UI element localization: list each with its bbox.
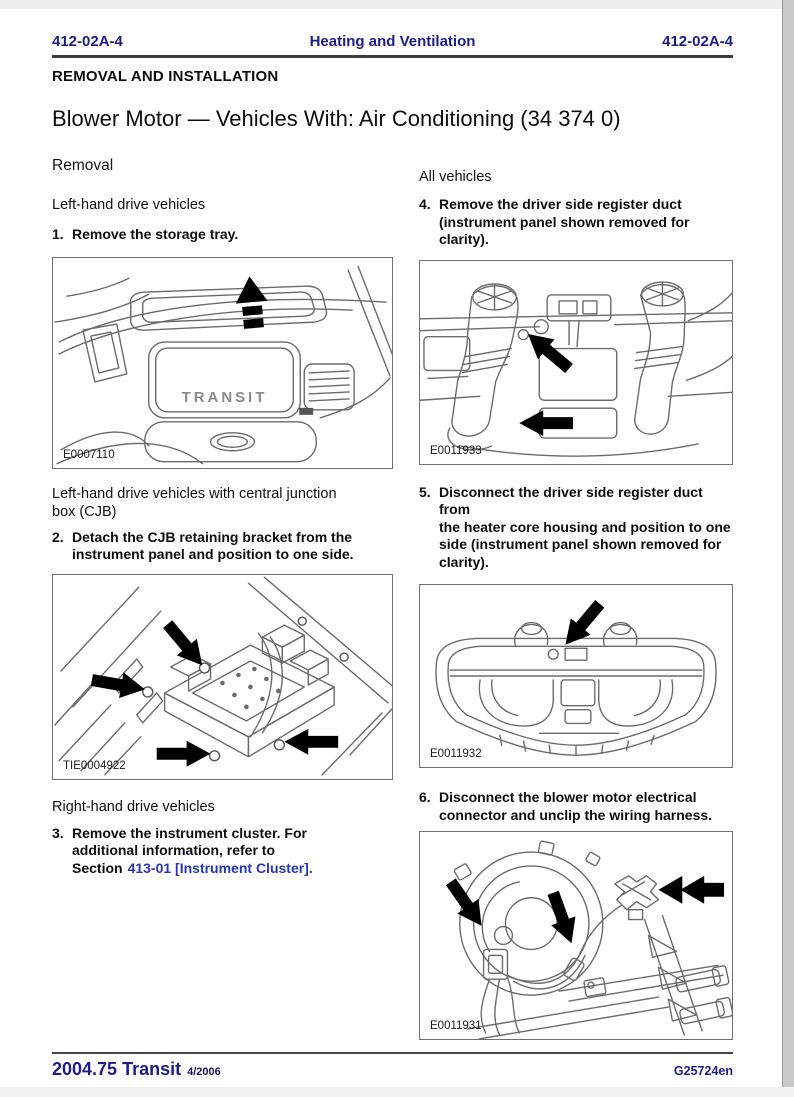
right-column: All vehicles 4. Remove the driver side r… [419,132,733,1040]
section-413-01-link[interactable]: 413-01 [Instrument Cluster]. [127,859,313,876]
bolt-arrow-icon [156,740,211,767]
heater-core-housing-illustration [435,599,717,756]
up-arrow-icon [235,275,268,329]
header-section-code-right: 412-02A-4 [662,33,733,50]
lhd-heading: Left-hand drive vehicles [52,197,206,213]
duct-arrow-icon [519,409,574,436]
step-3-text: Remove the instrument cluster. For addit… [72,824,313,876]
step-5: 5. Disconnect the driver side register d… [419,484,733,572]
manual-page: 412-02A-4 Heating and Ventilation 412-02… [52,0,733,1040]
step-5-number: 5. [419,483,431,500]
all-vehicles-heading: All vehicles [419,169,492,185]
footer-model: 2004.75 Transit [52,1059,182,1079]
removal-heading: Removal [52,157,114,174]
step-3: 3. Remove the instrument cluster. For ad… [52,825,395,878]
housing-arrow-icon [565,599,605,645]
header-rule [52,55,733,58]
storage-tray-illustration: TRANSIT [54,265,392,464]
figure-e0011932: E0011932 [419,584,733,768]
step-3-number: 3. [52,824,64,841]
top-edge-shade [0,0,794,9]
figure-e0011931: E0011931 [419,831,733,1040]
rhd-heading: Right-hand drive vehicles [52,798,215,815]
step-1-number: 1. [52,226,64,242]
step-4: 4. Remove the driver side register duct … [419,196,733,249]
step-6: 6. Disconnect the blower motor electrica… [419,789,733,824]
step-6-number: 6. [419,789,431,805]
figure-label: E0007110 [63,448,115,461]
figure-label: TIE0004922 [63,759,126,772]
header-section-code-left: 412-02A-4 [52,33,123,50]
left-column: Removal Left-hand drive vehicles 1. Remo… [52,132,395,877]
harness-arrow-icon [547,890,576,944]
figure-e0011933: E0011933 [419,259,733,465]
section-heading: REMOVAL AND INSTALLATION [52,68,279,85]
bottom-edge-shade [0,1087,794,1097]
figure-tie0004922: TIE0004922 [52,573,393,780]
figure-label: E0011932 [430,748,482,760]
footer-model-group: 2004.75 Transit 4/2006 [52,1059,221,1080]
double-left-arrow-icon [658,875,725,904]
bolt-arrow-icon [284,728,339,755]
step-2: 2. Detach the CJB retaining bracket from… [52,529,395,564]
step-4-number: 4. [419,196,431,212]
figure-label: E0011931 [430,1020,482,1032]
transit-logo-text: TRANSIT [182,388,268,405]
page-header: 412-02A-4 Heating and Ventilation 412-02… [52,33,733,50]
step-2-text: Detach the CJB retaining bracket from th… [72,528,354,563]
bolt-arrow-icon [163,619,203,665]
page-title: Blower Motor — Vehicles With: Air Condit… [52,106,621,131]
duct-arrow-icon [527,333,573,373]
figure-label: E0011933 [430,444,482,457]
page-footer: 2004.75 Transit 4/2006 G25724en [52,1052,733,1080]
step-4-text: Remove the driver side register duct (in… [439,196,690,247]
step-2-number: 2. [52,528,64,545]
step-5-text: Disconnect the driver side register duct… [439,483,731,570]
two-column-layout: Removal Left-hand drive vehicles 1. Remo… [52,132,733,1040]
latch-detail [299,407,314,415]
bolt-arrow-icon [90,671,145,698]
scrollbar[interactable] [782,0,794,1097]
footer-doc-code: G25724en [673,1064,733,1078]
cjb-bracket-illustration [54,576,392,775]
footer-edition: 4/2006 [187,1066,221,1078]
connector-arrow-icon [445,878,482,926]
header-chapter-title: Heating and Ventilation [309,33,476,50]
blower-motor-connector-illustration [445,840,732,1039]
figure-e0007110: TRANSIT E0007110 [52,256,393,469]
step-6-text: Disconnect the blower motor electrical c… [439,789,713,823]
register-duct-illustration [420,280,732,457]
cjb-heading: Left-hand drive vehicles with central ju… [52,485,337,520]
step-1-text: Remove the storage tray. [72,226,239,242]
step-1: 1. Remove the storage tray. [52,226,395,244]
